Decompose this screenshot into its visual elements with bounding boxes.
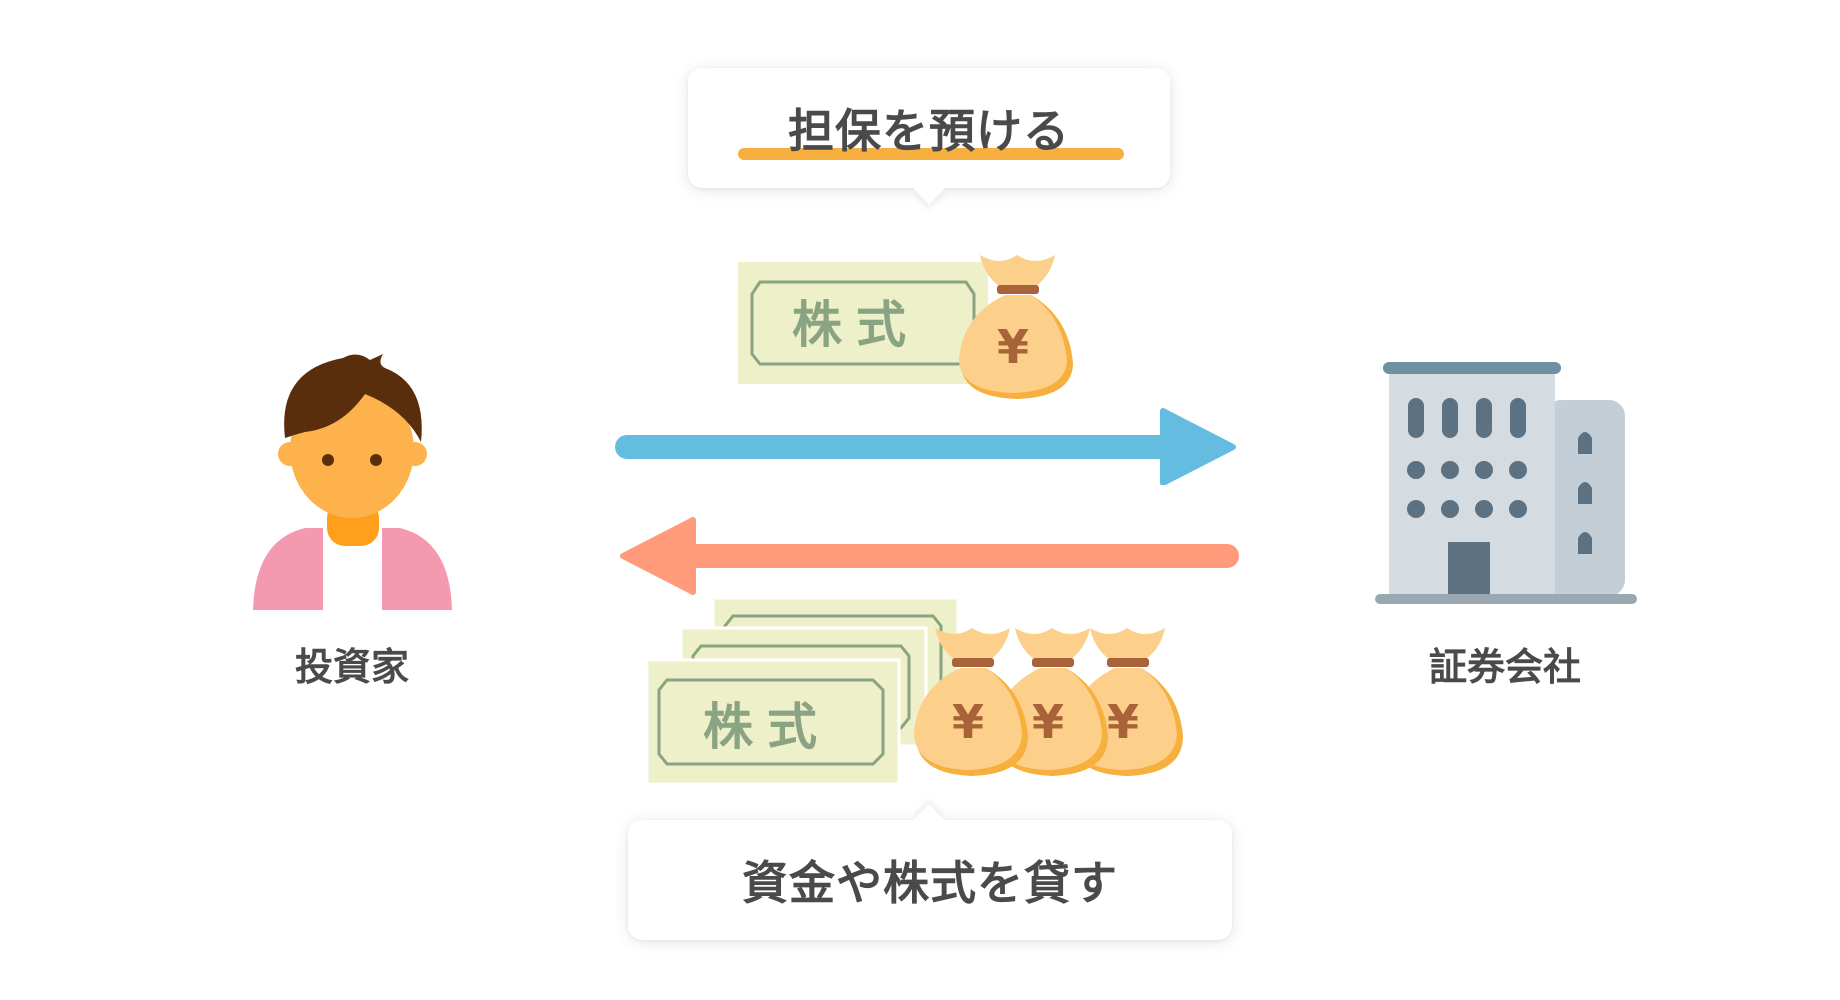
collateral-callout: 担保を預ける: [688, 68, 1633, 188]
stock-certificates-stack-icon: 株式: [645, 598, 960, 786]
highlight-underline: [738, 148, 1124, 160]
yen-symbol: ¥: [997, 320, 1029, 374]
building-icon: [1375, 362, 1637, 604]
securities-company-label: 証券会社: [1428, 645, 1581, 689]
lending-callout-text: 資金や株式を貸す: [742, 856, 1118, 910]
certificate-text: 株式: [703, 698, 831, 756]
yen-symbol: ¥: [1032, 695, 1064, 749]
collateral-callout-text: 担保を預ける: [788, 104, 1070, 158]
callout-tail: [1601, 112, 1633, 144]
certificate-text: 株式: [792, 296, 920, 354]
investor-person-icon: [253, 354, 452, 610]
money-bag-icon: ¥: [959, 255, 1073, 399]
stock-certificate-icon: 株式: [738, 262, 988, 384]
lending-arrow-left: [620, 517, 1239, 595]
yen-symbol: ¥: [952, 695, 984, 749]
lending-callout: 資金や株式を貸す: [628, 820, 1232, 940]
investor-label: 投資家: [294, 645, 409, 689]
yen-symbol: ¥: [1107, 695, 1139, 749]
money-bag-icon: ¥: [914, 628, 1028, 776]
collateral-arrow-right: [615, 408, 1236, 485]
